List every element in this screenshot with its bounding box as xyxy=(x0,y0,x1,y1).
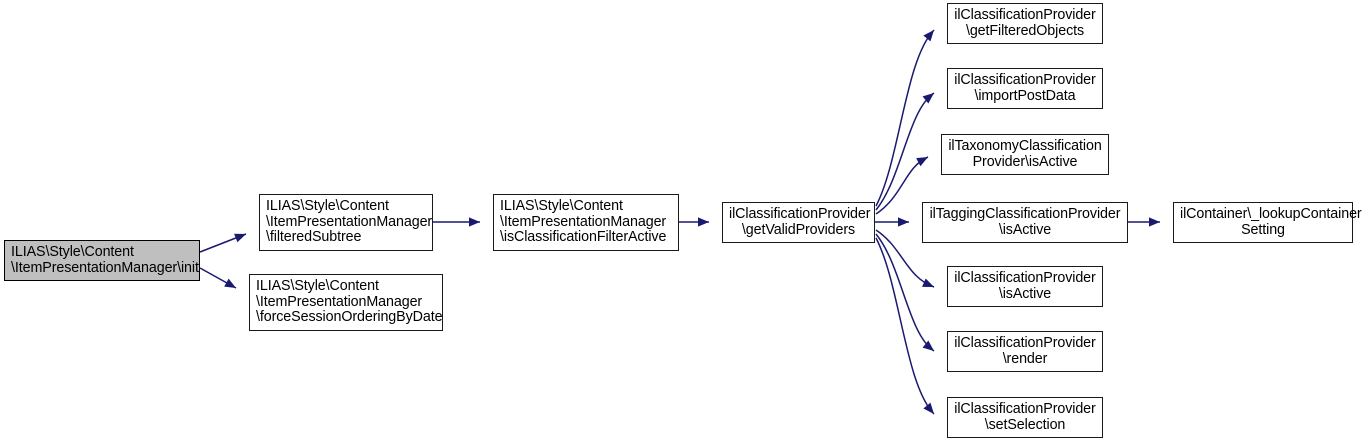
graph-node-label-line: \ItemPresentationManager xyxy=(256,293,423,310)
edge-arrowhead xyxy=(234,233,246,243)
edge-getValidProviders-to-getFilteredObjects xyxy=(875,29,935,207)
edge-arrowhead xyxy=(224,278,236,288)
graph-node-label-line: \render xyxy=(1002,350,1048,367)
edge-getValidProviders-to-setSelection xyxy=(875,237,935,415)
graph-node-label-line: \filteredSubtree xyxy=(266,229,362,246)
graph-node-label-line: \isActive xyxy=(998,221,1052,238)
edge-arrowhead xyxy=(922,340,934,351)
graph-node-label-line: ILIAS\Style\Content xyxy=(500,198,623,215)
graph-node-label-line: \ItemPresentationManager xyxy=(266,213,433,230)
edge-arrowhead xyxy=(916,157,928,167)
edge-arrowhead xyxy=(898,217,909,227)
graph-node-label-line: \ItemPresentationManager\init xyxy=(11,259,199,276)
graph-node-importPostData[interactable]: ilClassificationProvider\importPostData xyxy=(947,68,1103,109)
graph-node-label-line: ilClassificationProvider xyxy=(729,205,871,222)
graph-node-label-line: ILIAS\Style\Content xyxy=(11,243,134,260)
graph-node-label-line: ilClassificationProvider xyxy=(954,334,1096,351)
graph-node-label-line: ILIAS\Style\Content xyxy=(256,278,379,295)
graph-node-label-line: \setSelection xyxy=(984,416,1066,433)
graph-node-label-line: ilClassificationProvider xyxy=(954,6,1096,23)
graph-node-label-line: \forceSessionOrderingByDate xyxy=(256,309,443,326)
graph-node-forceSessionOrderingByDate[interactable]: ILIAS\Style\Content\ItemPresentationMana… xyxy=(249,274,443,331)
edge-getValidProviders-to-render xyxy=(875,233,935,352)
graph-node-label-line: \ItemPresentationManager xyxy=(500,213,667,230)
graph-node-label-line: ilClassificationProvider xyxy=(954,400,1096,417)
graph-node-label-line: ilClassificationProvider xyxy=(954,71,1096,88)
graph-node-label-line: \isActive xyxy=(998,285,1052,302)
graph-node-getFilteredObjects[interactable]: ilClassificationProvider\getFilteredObje… xyxy=(947,3,1103,44)
edge-getValidProviders-to-importPostData xyxy=(875,92,935,211)
graph-node-isActive[interactable]: ilClassificationProvider\isActive xyxy=(947,266,1103,307)
graph-node-label-line: \getValidProviders xyxy=(741,221,856,238)
graph-node-label-line: \getFilteredObjects xyxy=(965,22,1085,39)
graph-node-setSelection[interactable]: ilClassificationProvider\setSelection xyxy=(947,397,1103,438)
graph-node-label-line: ILIAS\Style\Content xyxy=(266,198,389,215)
graph-node-getValidProviders[interactable]: ilClassificationProvider\getValidProvide… xyxy=(722,202,875,243)
graph-node-label-line: ilTaxonomyClassification xyxy=(948,137,1102,154)
edge-arrowhead xyxy=(1149,217,1160,227)
edge-arrowhead xyxy=(469,217,480,227)
edge-arrowhead xyxy=(922,93,934,104)
graph-node-render[interactable]: ilClassificationProvider\render xyxy=(947,331,1103,372)
graph-node-isClassificationFilterActive[interactable]: ILIAS\Style\Content\ItemPresentationMana… xyxy=(493,194,679,251)
graph-node-label-line: Provider\isActive xyxy=(972,153,1078,170)
graph-node-label-line: Setting xyxy=(1241,221,1285,238)
edge-init-to-filteredSubtree xyxy=(199,233,247,253)
edge-getValidProviders-to-taxonomyIsActive xyxy=(875,156,929,215)
edge-arrowhead xyxy=(922,278,934,287)
graph-node-init[interactable]: ILIAS\Style\Content\ItemPresentationMana… xyxy=(4,240,200,281)
graph-node-filteredSubtree[interactable]: ILIAS\Style\Content\ItemPresentationMana… xyxy=(259,194,433,251)
graph-node-label-line: ilContainer\_lookupContainer xyxy=(1180,205,1362,222)
graph-node-taggingIsActive[interactable]: ilTaggingClassificationProvider\isActive xyxy=(922,202,1128,243)
edge-init-to-forceSessionOrderingByDate xyxy=(199,267,237,289)
graph-node-label-line: ilClassificationProvider xyxy=(954,269,1096,286)
edge-arrowhead xyxy=(923,402,934,414)
edge-arrowhead xyxy=(923,30,934,42)
graph-node-label-line: \isClassificationFilterActive xyxy=(500,229,667,246)
edge-arrowhead xyxy=(698,217,709,227)
graph-node-label-line: \importPostData xyxy=(974,87,1076,104)
graph-node-label-line: ilTaggingClassificationProvider xyxy=(929,205,1121,222)
